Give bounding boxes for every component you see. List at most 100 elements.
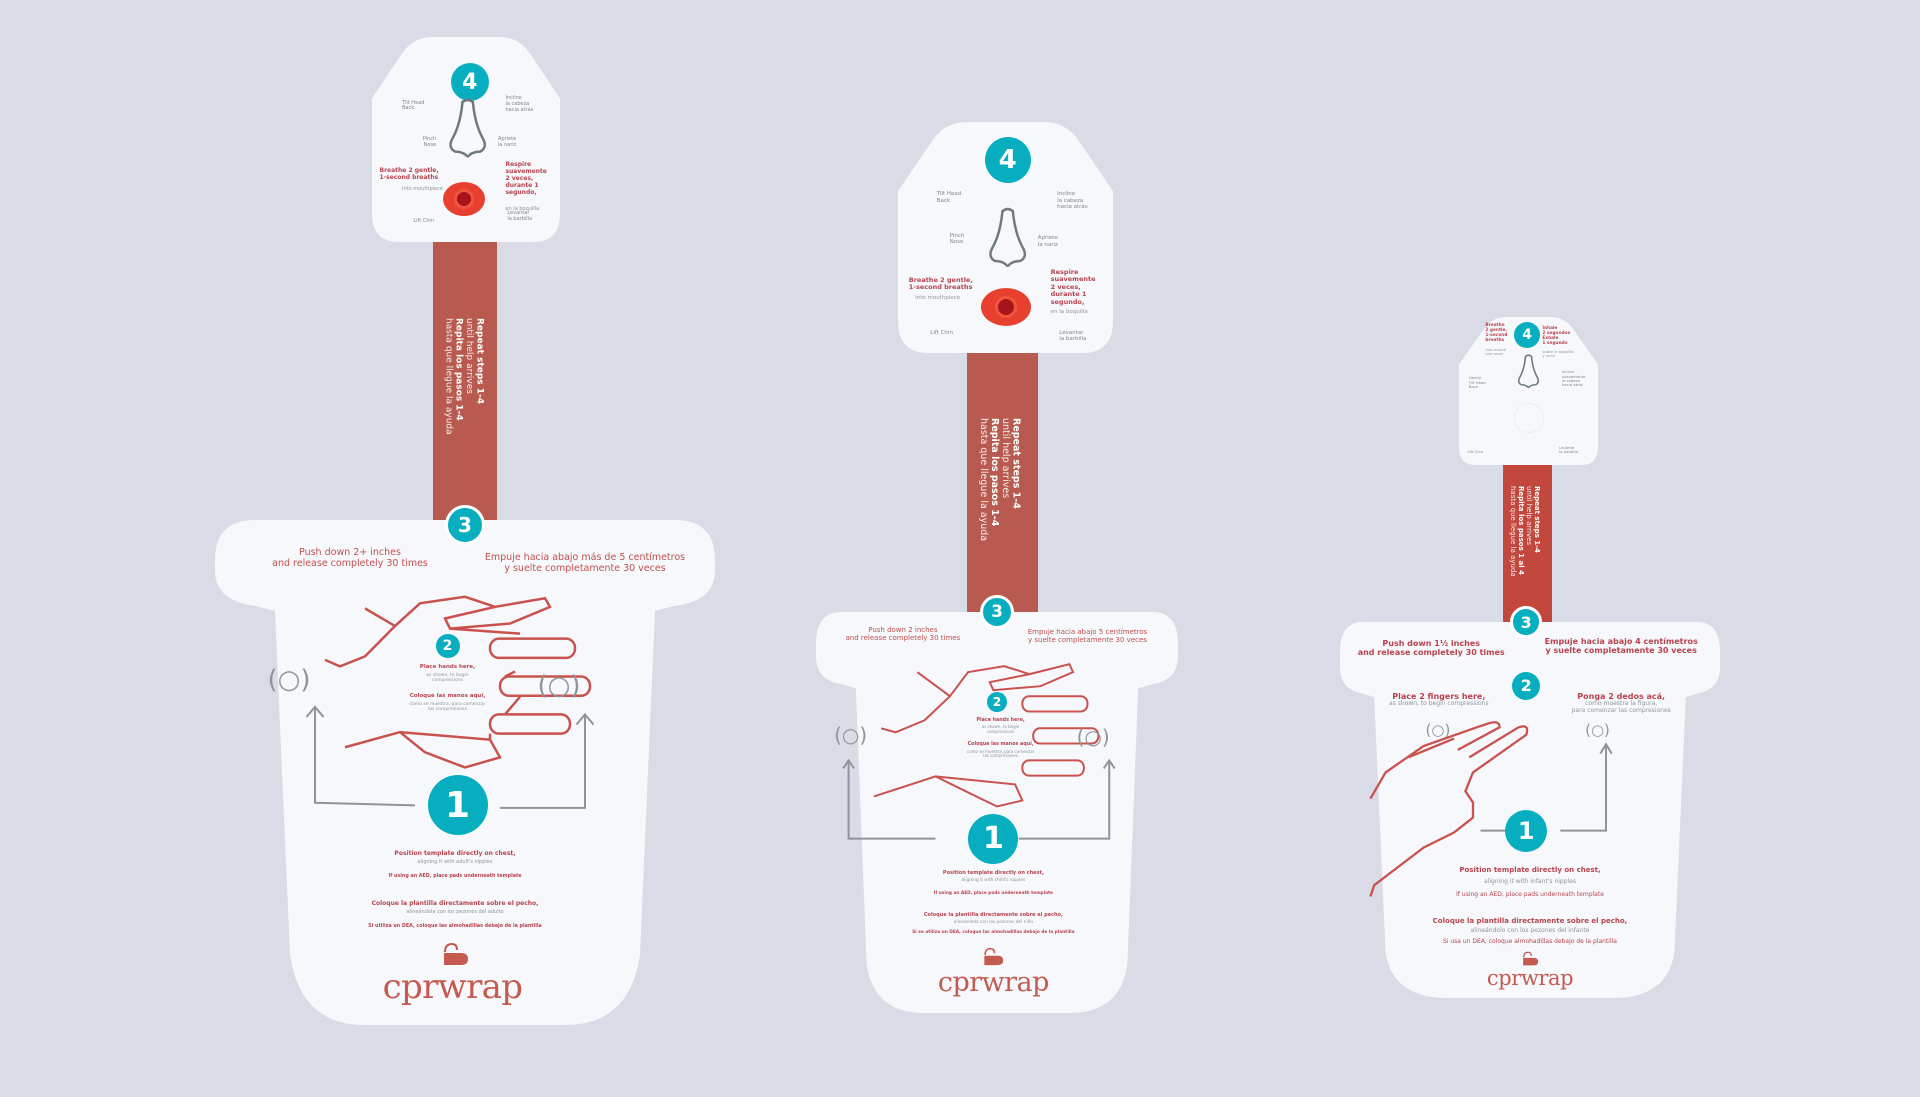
aed-note-es: Si se utiliza un DEA, coloque las almoha… xyxy=(912,929,1075,935)
position-template-es: Coloque la plantilla directamente sobre … xyxy=(371,900,539,908)
hands-illustration xyxy=(816,612,1178,1013)
step-1-badge: 1 xyxy=(1505,809,1548,852)
breathe-en-sub: into mouth and nose xyxy=(1485,347,1507,357)
place-hands-en: Place hands here, xyxy=(976,718,1025,724)
place-hands-es: Coloque las manos aquí, xyxy=(967,742,1034,748)
lift-chin-en: Lift Chin xyxy=(930,329,953,336)
left-nipple-marker-icon: (○) xyxy=(267,665,311,696)
push-down-en: Push down 2+ inches and release complete… xyxy=(272,546,428,569)
breathe-es: Respire suavemente 2 veces, durante 1 se… xyxy=(1050,267,1096,306)
position-template-en: Position template directly on chest, xyxy=(394,849,516,857)
breathe-es-sub: en la boquilla xyxy=(505,206,540,213)
aed-note-es: Si utiliza un DEA, coloque las almohadil… xyxy=(368,924,542,929)
place-hands-es-sub: como se muestra, para comenzar las compr… xyxy=(409,702,486,713)
lift-chin-es: Levante la barbilla xyxy=(1559,444,1578,455)
position-template-es: Coloque la plantilla directamente sobre … xyxy=(923,911,1063,918)
tilt-head-es: Incline suavemente la cabeza hacia atrás xyxy=(1561,369,1586,388)
pinch-nose-es: Apriete la nariz xyxy=(1037,235,1058,248)
place-hands-es-sub: como se muestra, para comenzar las compr… xyxy=(966,748,1035,759)
step-1-badge: 1 xyxy=(968,813,1019,864)
strap-en: Repeat steps 1-4 xyxy=(1010,418,1022,509)
push-down-en: Push down 2 inches and release completel… xyxy=(845,626,961,643)
breathe-es: Inhale 2 segundos Exhale 1 segundo xyxy=(1542,326,1571,347)
breathe-en: Breathe 2 gentle, 1-second breaths xyxy=(908,275,973,292)
strap-es: Repita los pasos 1 al 4 xyxy=(1517,486,1526,575)
step-3-badge: 3 xyxy=(1510,606,1543,638)
tilt-head-es: Incline la cabeza hacia atrás xyxy=(505,95,534,113)
step-3-badge: 3 xyxy=(980,595,1014,629)
push-down-en: Push down 1½ inches and release complete… xyxy=(1357,638,1505,658)
strap-es-sub: hasta que llegue la ayuda xyxy=(443,318,454,435)
breathe-en: Breathe 2 gentle, 1-second breaths xyxy=(379,167,439,182)
position-template-es-sub: alineándolo con los pezones del infante xyxy=(1470,926,1590,934)
lift-chin-es: Levantar la barbilla xyxy=(1059,329,1087,343)
strap-en: Repeat steps 1-4 xyxy=(1533,486,1542,553)
breathe-en-sub: into mouthpiece xyxy=(915,295,961,302)
breathe-es: Respire suavemente 2 veces, durante 1 se… xyxy=(505,161,547,196)
breathe-es-sub: sobre la boquilla y nariz xyxy=(1542,348,1574,358)
cprwrap-logo-icon xyxy=(1523,951,1539,966)
lift-chin-en: Lift Chin xyxy=(413,218,434,225)
place-fingers-es: Ponga 2 dedos acá, xyxy=(1577,691,1666,701)
nose-icon xyxy=(449,99,487,158)
tilt-head-en: Gently Tilt Head Back xyxy=(1468,375,1486,389)
position-template-en-sub: aligning it with child's nipples xyxy=(961,877,1026,883)
strap-es-sub: hasta que llegue la ayuda xyxy=(977,418,989,542)
position-template-es-sub: alineándola con los pezones del adulto xyxy=(406,909,504,916)
position-template-es: Coloque la plantilla directamente sobre … xyxy=(1432,917,1628,926)
strap-es-sub: hasta que llegue la ayuda xyxy=(1509,486,1518,577)
position-template-en-sub: aligning it with adult's nipples xyxy=(417,858,493,865)
aed-note-en: If using an AED, place pads underneath t… xyxy=(933,890,1053,896)
push-down-es: Empuje hacia abajo más de 5 centímetros … xyxy=(484,551,686,574)
position-template-en: Position template directly on chest, xyxy=(942,869,1044,876)
position-template-en: Position template directly on chest, xyxy=(1459,866,1601,875)
infant-chest-panel: (○) (○) 3 Push down 1½ inches and releas… xyxy=(1340,606,1720,998)
mouthpiece-icon xyxy=(443,181,486,216)
cprwrap-logo-icon xyxy=(984,947,1004,965)
place-fingers-en-sub: as shown, to begin compressions xyxy=(1388,699,1489,707)
strap-en-sub: until help arrives xyxy=(1525,486,1534,546)
place-hands-en-sub: as shown, to begin compressions xyxy=(981,724,1020,735)
mouthpiece-icon xyxy=(980,287,1031,326)
child-strap: Repeat steps 1-4 until help arrives Repi… xyxy=(967,348,1038,618)
place-fingers-es-sub: como muestra la figura, para comenzar la… xyxy=(1571,699,1671,714)
cprwrap-logo-icon xyxy=(444,942,468,965)
step-1-badge: 1 xyxy=(427,775,488,836)
aed-note-en: If using an AED, place pads underneath t… xyxy=(1456,890,1604,898)
left-nipple-marker-icon: (○) xyxy=(1425,720,1451,739)
breathe-en-sub: into mouthpiece xyxy=(402,185,443,192)
lift-chin-en: Lift Chin xyxy=(1467,449,1483,455)
strap-es: Repita los pasos 1-4 xyxy=(453,318,464,421)
cprwrap-logo: cprwrap xyxy=(1486,966,1574,991)
child-head-panel: 4 Tilt Head Back Incline la cabeza hacia… xyxy=(898,122,1113,353)
hands-illustration xyxy=(215,520,715,1025)
push-down-es: Empuje hacia abajo 4 centímetros y suelt… xyxy=(1544,637,1698,656)
pinch-nose-en: Pinch Nose xyxy=(422,136,437,149)
mouthpiece-area xyxy=(1513,402,1544,433)
position-template-en-sub: aligning it with infant's nipples xyxy=(1483,877,1577,885)
breathe-en: Breathe 2 gentle, 1-second breaths xyxy=(1485,323,1508,344)
push-down-es: Empuje hacia abajo 5 centímetros y suelt… xyxy=(1027,628,1148,645)
infant-head-panel: 4 Breathe 2 gentle, 1-second breaths int… xyxy=(1459,317,1598,465)
step-4-badge: 4 xyxy=(984,137,1031,184)
cprwrap-logo: cprwrap xyxy=(937,966,1049,998)
left-nipple-marker-icon: (○) xyxy=(834,723,868,748)
fingers-illustration xyxy=(1340,622,1720,998)
strap-en-sub: until help arrives xyxy=(464,318,475,394)
step-3-badge: 3 xyxy=(445,505,485,546)
place-fingers-en: Place 2 fingers here, xyxy=(1392,691,1486,701)
tilt-head-en: Tilt Head Back xyxy=(402,99,425,112)
step-2-badge: 2 xyxy=(987,692,1007,713)
strap-en: Repeat steps 1-4 xyxy=(474,318,485,405)
adult-head-panel: 4 Tilt Head Back Incline la cabeza hacia… xyxy=(372,37,560,242)
breathe-es-sub: en la boquilla xyxy=(1050,309,1088,316)
cprwrap-logo: cprwrap xyxy=(382,966,523,1007)
strap-es: Repita los pasos 1-4 xyxy=(988,418,1000,527)
adult-strap: Repeat steps 1-4 until help arrives Repi… xyxy=(433,236,497,526)
right-nipple-marker-icon: (○) xyxy=(1076,725,1110,750)
place-hands-en-sub: as shown, to begin compressions xyxy=(426,673,469,684)
place-hands-en: Place hands here, xyxy=(419,663,476,670)
pinch-nose-es: Apriete la nariz xyxy=(497,136,517,149)
strap-text: Repeat steps 1-4 until help arrives Repi… xyxy=(1509,486,1541,577)
